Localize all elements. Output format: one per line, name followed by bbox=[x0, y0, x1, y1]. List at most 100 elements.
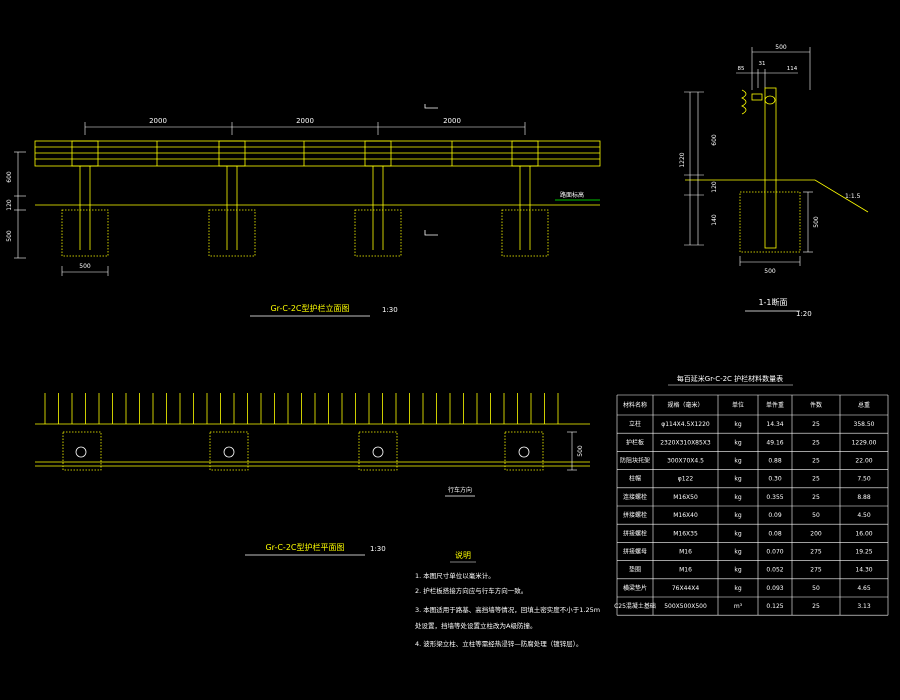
table-cell: 防阻块托架 bbox=[620, 457, 650, 465]
section-view: 500 85 31 114 1:1.5 1220 600 120 140 500 bbox=[679, 44, 869, 318]
note-1: 1. 本图尺寸单位以毫米计。 bbox=[415, 571, 495, 580]
table-cell: 25 bbox=[812, 476, 820, 483]
table-cell: 49.16 bbox=[766, 439, 783, 446]
notes-heading: 说明 bbox=[455, 550, 471, 560]
table-cell: 0.09 bbox=[768, 512, 782, 519]
table-cell: 连接螺栓 bbox=[623, 493, 647, 501]
section-dim-120: 120 bbox=[711, 181, 718, 193]
section-dim-600: 600 bbox=[711, 134, 718, 146]
table-cell: C25混凝土基础 bbox=[614, 602, 656, 610]
elevation-span-dimension bbox=[84, 122, 526, 135]
table-cell: 300X70X4.5 bbox=[667, 458, 704, 465]
section-left-dimension bbox=[684, 91, 704, 246]
table-cell: 1229.00 bbox=[852, 439, 877, 446]
section-bottom-dim: 500 bbox=[764, 268, 776, 275]
table-cell: 0.125 bbox=[766, 603, 783, 610]
table-cell: m³ bbox=[734, 603, 743, 610]
section-post-cap bbox=[764, 95, 776, 105]
table-cell: 0.355 bbox=[766, 494, 783, 501]
section-dim-500: 500 bbox=[775, 44, 787, 51]
elevation-scale: 1:30 bbox=[382, 306, 398, 314]
table-cell: kg bbox=[734, 439, 741, 446]
table-grid bbox=[616, 394, 889, 616]
table-cell: 垫圈 bbox=[629, 566, 641, 574]
section-cut-mark-bottom bbox=[424, 230, 438, 236]
section-cut-mark-top bbox=[424, 104, 438, 109]
elevation-view: 2000 2000 2000 bbox=[6, 104, 601, 317]
table-cell: 50 bbox=[812, 585, 820, 592]
table-cell: 4.50 bbox=[857, 512, 871, 519]
height-label-500: 500 bbox=[6, 230, 13, 242]
table-cell: M16 bbox=[679, 567, 692, 574]
plan-scale: 1:30 bbox=[370, 545, 386, 553]
plan-foundation-1 bbox=[62, 431, 102, 471]
plan-view: 500 行车方向 Gr-C-2C型护栏平面图 1:30 bbox=[35, 393, 590, 556]
elevation-post-3 bbox=[354, 140, 402, 257]
table-header-cell: 单位 bbox=[732, 401, 744, 409]
table-cell: 275 bbox=[810, 567, 822, 574]
guardrail-beam bbox=[34, 140, 601, 167]
table-cell: 14.34 bbox=[766, 421, 783, 428]
table-title: 每百延米Gr-C-2C 护栏材料数量表 bbox=[677, 374, 783, 383]
plan-right-dim: 500 bbox=[577, 445, 584, 457]
table-header-cell: 总重 bbox=[858, 401, 870, 409]
table-cell: 25 bbox=[812, 458, 820, 465]
section-blockout bbox=[751, 93, 763, 101]
table-cell: 护栏板 bbox=[626, 438, 644, 446]
plan-right-dimension bbox=[567, 431, 577, 471]
section-ground-slope bbox=[685, 179, 869, 213]
table-cell: 16.00 bbox=[855, 530, 872, 537]
table-cell: 25 bbox=[812, 439, 820, 446]
foundation-width-label: 500 bbox=[79, 263, 91, 270]
table-cell: 76X44X4 bbox=[672, 585, 699, 592]
table-cell: kg bbox=[734, 512, 741, 519]
section-right-dim: 500 bbox=[813, 216, 820, 228]
plan-foundation-3 bbox=[358, 431, 398, 471]
table-cell: 柱帽 bbox=[629, 475, 641, 483]
note-3: 3. 本图适用于路基、高挡墙等情况，回填土密实度不小于1.25m bbox=[415, 605, 600, 614]
height-label-120: 120 bbox=[6, 199, 13, 211]
note-4: 4. 波形梁立柱、立柱等需经热浸锌—防腐处理（镀锌层）。 bbox=[415, 639, 583, 648]
note-2: 2. 护栏板搭接方向应与行车方向一致。 bbox=[415, 586, 527, 595]
table-cell: 2320X310X85X3 bbox=[660, 439, 711, 446]
table-cell: φ114X4.5X1220 bbox=[661, 421, 710, 428]
elevation-title: Gr-C-2C型护栏立面图 bbox=[270, 303, 349, 313]
elevation-post-1 bbox=[61, 140, 109, 257]
table-cell: 0.08 bbox=[768, 530, 782, 537]
table-header-cell: 单件重 bbox=[766, 401, 784, 409]
table-header-cell: 规格（毫米） bbox=[667, 401, 703, 409]
note-3-continued: 处设置，挡墙等处设置立柱改为A级防撞。 bbox=[415, 621, 536, 630]
table-header-cell: 材料名称 bbox=[623, 401, 647, 409]
section-top-dimension bbox=[736, 47, 811, 90]
table-cell: 22.00 bbox=[855, 458, 872, 465]
table-cell: 4.65 bbox=[857, 585, 871, 592]
plan-title: Gr-C-2C型护栏平面图 bbox=[265, 542, 344, 552]
plan-direction-label: 行车方向 bbox=[448, 486, 472, 494]
table-cell: 8.88 bbox=[857, 494, 871, 501]
table-cell: 3.13 bbox=[857, 603, 871, 610]
table-cell: φ122 bbox=[678, 476, 694, 483]
table-cell: 500X500X500 bbox=[664, 603, 707, 610]
table-cell: 7.50 bbox=[857, 476, 871, 483]
plan-foundation-4 bbox=[504, 431, 544, 471]
material-table: 每百延米Gr-C-2C 护栏材料数量表 材料名称规格（毫米）单位单件重件数总重立… bbox=[614, 374, 889, 616]
section-dim-1220: 1220 bbox=[679, 152, 686, 167]
table-cell: 25 bbox=[812, 494, 820, 501]
table-cell: M16X35 bbox=[673, 530, 698, 537]
table-cell: 拼接螺栓 bbox=[623, 529, 647, 537]
section-bottom-dimension bbox=[739, 256, 801, 266]
ground-label: 路面标高 bbox=[560, 191, 584, 199]
span-label-1: 2000 bbox=[149, 117, 167, 125]
section-post bbox=[764, 87, 777, 249]
table-cell: 0.30 bbox=[768, 476, 782, 483]
section-dim-85: 85 bbox=[738, 66, 745, 72]
plan-foundation-2 bbox=[209, 431, 249, 471]
table-cell: kg bbox=[734, 549, 741, 556]
table-cell: 0.093 bbox=[766, 585, 783, 592]
section-foundation bbox=[739, 191, 801, 253]
table-cell: M16 bbox=[679, 549, 692, 556]
table-cell: 14.30 bbox=[855, 567, 872, 574]
table-cell: 0.052 bbox=[766, 567, 783, 574]
